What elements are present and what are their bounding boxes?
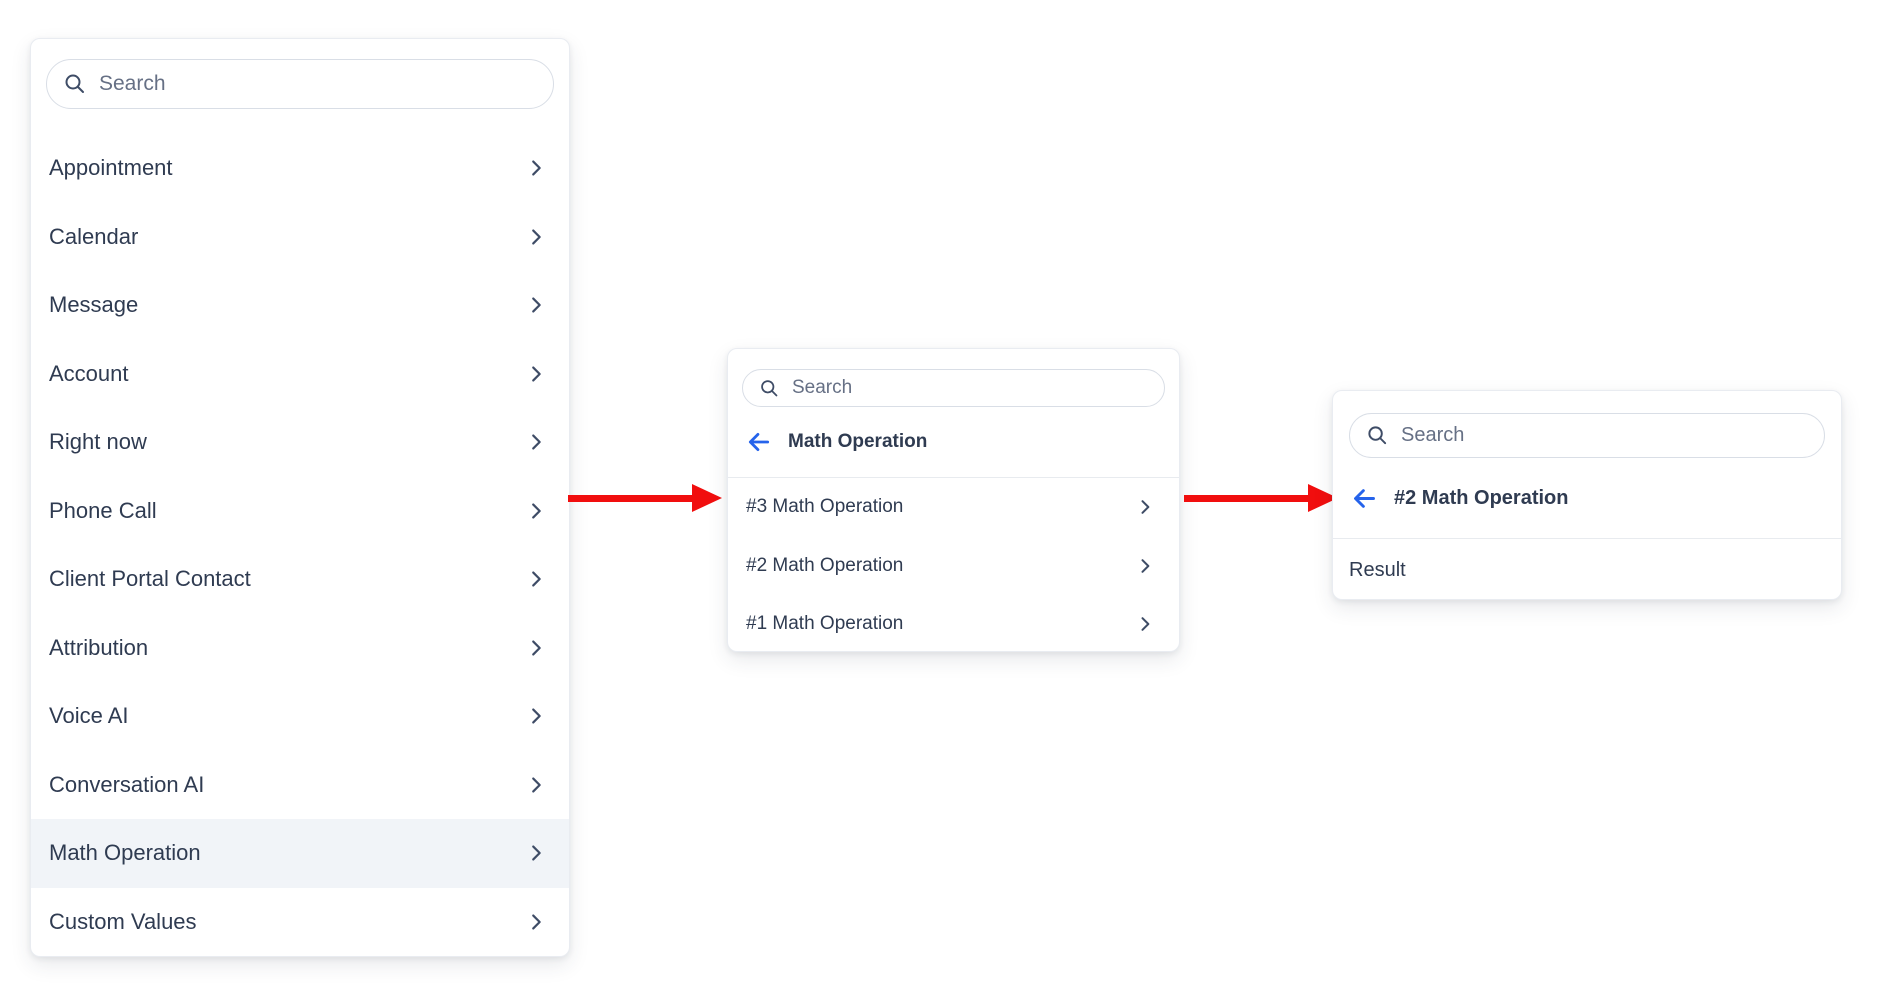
menu-item-voice-ai[interactable]: Voice AI [31, 682, 569, 751]
chevron-right-icon [532, 229, 541, 245]
menu-item-label: Right now [49, 429, 147, 455]
menu-item-label: Conversation AI [49, 771, 205, 797]
menu-item-3-math-operation[interactable]: #3 Math Operation [728, 478, 1179, 537]
search-box[interactable] [742, 369, 1165, 407]
chevron-right-icon [532, 297, 541, 313]
menu-item-account[interactable]: Account [31, 340, 569, 409]
chevron-right-icon [532, 571, 541, 587]
chevron-right-icon [532, 708, 541, 724]
red-arrow-head [692, 484, 722, 512]
menu-item-label: Result [1349, 558, 1406, 581]
red-arrow-1 [568, 484, 722, 512]
menu-item-phone-call[interactable]: Phone Call [31, 477, 569, 546]
back-button-math-operation[interactable]: Math Operation [728, 407, 1179, 477]
search-box[interactable] [1349, 413, 1825, 458]
menu-item-result[interactable]: Result [1333, 539, 1841, 601]
red-arrow-2 [1184, 484, 1338, 512]
divider [728, 477, 1179, 478]
back-button-2-math-operation[interactable]: #2 Math Operation [1333, 458, 1841, 538]
menu-item-right-now[interactable]: Right now [31, 408, 569, 477]
menu-item-appointment[interactable]: Appointment [31, 134, 569, 203]
search-icon [761, 379, 778, 396]
result-list: Result [1333, 539, 1841, 601]
search-icon [1368, 426, 1387, 445]
menu-item-2-math-operation[interactable]: #2 Math Operation [728, 537, 1179, 596]
menu-item-label: Message [49, 292, 139, 318]
submenu-title: Math Operation [788, 431, 928, 452]
divider [1333, 538, 1841, 539]
math-operation-list: #3 Math Operation #2 Math Operation #1 M… [728, 478, 1179, 654]
red-arrow-shaft [1184, 494, 1312, 502]
menu-item-label: Custom Values [49, 908, 197, 934]
menu-item-calendar[interactable]: Calendar [31, 203, 569, 272]
menu-item-custom-values[interactable]: Custom Values [31, 888, 569, 957]
back-arrow-icon [748, 433, 770, 451]
menu-item-label: Attribution [49, 634, 149, 660]
menu-item-label: Voice AI [49, 703, 129, 729]
submenu-title: #2 Math Operation [1394, 486, 1569, 509]
menu-item-conversation-ai[interactable]: Conversation AI [31, 751, 569, 820]
menu-item-label: Appointment [49, 155, 173, 181]
chevron-right-icon [1141, 558, 1150, 573]
chevron-right-icon [1141, 617, 1150, 632]
chevron-right-icon [1141, 500, 1150, 515]
search-input[interactable] [99, 72, 537, 96]
category-menu-list: Appointment Calendar Message Account Rig… [31, 134, 569, 956]
menu-item-label: Calendar [49, 223, 139, 249]
chevron-right-icon [532, 366, 541, 382]
chevron-right-icon [532, 845, 541, 861]
chevron-right-icon [532, 503, 541, 519]
menu-item-client-portal-contact[interactable]: Client Portal Contact [31, 545, 569, 614]
chevron-right-icon [532, 914, 541, 930]
menu-item-label: #3 Math Operation [746, 496, 904, 518]
menu-item-label: Phone Call [49, 497, 157, 523]
chevron-right-icon [532, 160, 541, 176]
menu-item-1-math-operation[interactable]: #1 Math Operation [728, 595, 1179, 654]
chevron-right-icon [532, 640, 541, 656]
category-menu-panel: Appointment Calendar Message Account Rig… [30, 38, 570, 957]
menu-item-label: Math Operation [49, 840, 201, 866]
back-arrow-icon [1354, 488, 1375, 508]
search-box[interactable] [46, 59, 554, 109]
menu-item-attribution[interactable]: Attribution [31, 614, 569, 683]
search-input[interactable] [792, 377, 1148, 399]
menu-item-message[interactable]: Message [31, 271, 569, 340]
chevron-right-icon [532, 777, 541, 793]
search-input[interactable] [1401, 424, 1808, 447]
menu-item-label: Client Portal Contact [49, 566, 251, 592]
red-arrow-shaft [568, 494, 696, 502]
math-operation-submenu-panel: Math Operation #3 Math Operation #2 Math… [727, 348, 1180, 652]
math-operation-2-submenu-panel: #2 Math Operation Result [1332, 390, 1842, 600]
menu-item-label: #2 Math Operation [746, 554, 904, 576]
menu-item-label: #1 Math Operation [746, 613, 904, 635]
search-icon [65, 74, 84, 93]
menu-item-label: Account [49, 360, 129, 386]
menu-item-math-operation[interactable]: Math Operation [31, 819, 569, 888]
chevron-right-icon [532, 434, 541, 450]
